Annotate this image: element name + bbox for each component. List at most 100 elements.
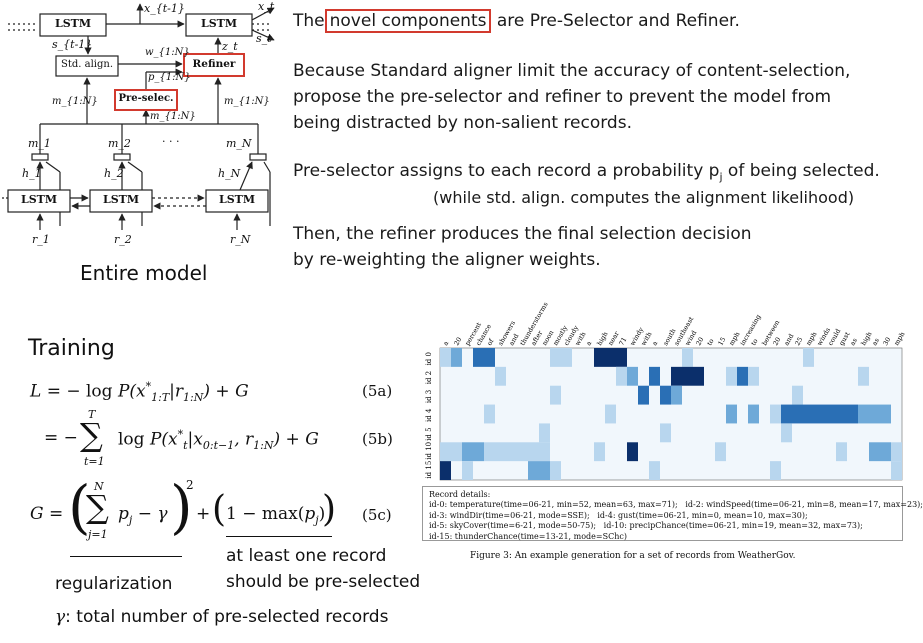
heatmap-col-label: and <box>782 332 795 347</box>
heatmap-cell <box>880 442 891 462</box>
heatmap-cell <box>803 404 814 424</box>
label-x-t: x_t <box>258 0 275 13</box>
heatmap-cell <box>792 385 803 405</box>
heatmap-col-label: 25 <box>793 336 804 347</box>
sum-lower-t: t=1 <box>84 455 105 468</box>
heatmap-cell <box>715 442 726 462</box>
record-details-box: Record details: id-0: temperature(time=0… <box>422 486 923 542</box>
note-atleast-line1: at least one record <box>226 546 387 566</box>
heatmap-cell <box>495 366 506 386</box>
preselector-box <box>114 89 178 111</box>
heatmap-cell <box>792 404 803 424</box>
novel-components-highlight: novel components <box>324 9 492 33</box>
heatmap-cell <box>550 385 561 405</box>
heatmap-cell <box>737 366 748 386</box>
heatmap-cell <box>594 442 605 462</box>
equation-5c-max: 1 − max(pj) <box>226 504 326 527</box>
heatmap-cell <box>869 404 880 424</box>
heatmap-cell <box>649 366 660 386</box>
exponent-2: 2 <box>186 478 194 492</box>
heatmap-cell <box>770 461 781 480</box>
record-line-2: id-3: windDir(time=06-21, mode=SSE); id-… <box>429 511 896 521</box>
heatmap-cell <box>594 348 605 367</box>
entire-model-label: Entire model <box>80 261 208 285</box>
label-s-t-1: s_{t-1} <box>52 38 93 51</box>
record-id15: id-15: thunderChance(time=13-21, mode=SC… <box>429 531 627 541</box>
record-id0: id-0: temperature(time=06-21, min=52, me… <box>429 500 678 510</box>
heatmap-cell <box>693 366 704 386</box>
lstm-bottom-1: LSTM <box>20 193 58 206</box>
heatmap-cell <box>451 442 462 462</box>
heatmap-cell <box>484 348 495 367</box>
equation-5a: L = − log P(x*1:T|r1:N) + G <box>30 380 249 405</box>
heatmap-cell <box>836 442 847 462</box>
sum-symbol-5b: ∑ <box>80 416 103 454</box>
heatmap-col-label: 20 <box>452 336 463 347</box>
label-m-1N-right: m_{1:N} <box>224 96 270 107</box>
heatmap-cell <box>605 348 616 367</box>
heatmap-cell <box>473 348 484 367</box>
label-mN: m_N <box>226 137 252 150</box>
record-id4: id-4: gust(time=06-21, min=0, mean=10, m… <box>597 510 808 520</box>
label-z-t: z_t <box>222 40 238 53</box>
eq-number-5c: (5c) <box>362 506 392 524</box>
heatmap-row-label: id 4 <box>425 408 433 422</box>
preselec-label: Pre-selec. <box>118 93 174 104</box>
record-line-1: id-0: temperature(time=06-21, min=52, me… <box>429 500 923 510</box>
refiner-label: Refiner <box>192 58 236 70</box>
paren-right: ) <box>170 473 193 541</box>
label-p-1N: p_{1:N} <box>148 72 191 83</box>
record-id2: id-2: windSpeed(time=06-21, min=8, mean=… <box>685 500 923 510</box>
heatmap-cell <box>550 461 561 480</box>
heatmap-col-label: as <box>848 337 859 347</box>
label-s-t: s_t <box>256 32 272 45</box>
heatmap-col-label: to <box>705 337 715 347</box>
heatmap-cell <box>671 366 682 386</box>
gamma-symbol: γ <box>55 607 66 627</box>
heatmap-row-label: id 0 <box>425 352 433 365</box>
heatmap-cell <box>440 442 451 462</box>
heatmap-cell <box>539 461 550 480</box>
heatmap-cell <box>517 442 528 462</box>
label-m2: m_2 <box>108 137 131 150</box>
heatmap-col-label: of <box>485 337 495 347</box>
heatmap-cell <box>682 366 693 386</box>
label-hN: h_N <box>218 167 241 180</box>
heatmap-cell <box>440 461 451 480</box>
heatmap-cell <box>748 404 759 424</box>
heatmap-cell <box>891 442 902 462</box>
equation-5b: = − <box>44 428 78 448</box>
heatmap-cell <box>781 423 792 443</box>
record-id5: id-5: skyCover(time=6-21, mode=50-75); <box>429 521 597 531</box>
heatmap-cell <box>660 423 671 443</box>
record-line-4: id-15: thunderChance(time=13-21, mode=SC… <box>429 532 896 542</box>
heatmap-col-label: 15 <box>716 336 727 347</box>
heatmap-col-label: mph <box>892 330 906 347</box>
heatmap-cell <box>506 442 517 462</box>
sum-upper-N: N <box>94 480 104 493</box>
heatmap-cell <box>539 442 550 462</box>
std-align-label: Std. align. <box>60 59 113 70</box>
record-id10: id-10: precipChance(time=06-21, min=19, … <box>603 521 863 531</box>
para2-b: of being selected. <box>722 161 880 181</box>
para3-line1: Then, the refiner produces the final sel… <box>293 224 752 244</box>
heatmap-cell <box>649 461 660 480</box>
equation-5c-sum: pj − γ <box>118 504 168 527</box>
equation-5c-plus: + <box>196 504 211 524</box>
paren-left: ( <box>68 473 91 541</box>
heatmap-cell <box>528 461 539 480</box>
heatmap-cell <box>726 404 737 424</box>
heatmap-col-label: a <box>584 340 593 347</box>
equation-5c-lhs: G = <box>30 504 64 524</box>
heatmap-col-label: to <box>749 337 759 347</box>
refiner-box <box>183 53 245 77</box>
sum-symbol-5c: ∑ <box>86 488 109 526</box>
heatmap-row-label: id 3 <box>425 390 433 403</box>
heatmap-cell <box>484 442 495 462</box>
gamma-def-text: : total number of pre-selected records <box>65 607 389 627</box>
para1-line2: propose the pre-selector and refiner to … <box>293 87 832 107</box>
heatmap-col-label: 20 <box>694 336 705 347</box>
label-x-t-1: x_{t-1} <box>144 2 185 15</box>
intro-pre: The <box>293 11 325 31</box>
